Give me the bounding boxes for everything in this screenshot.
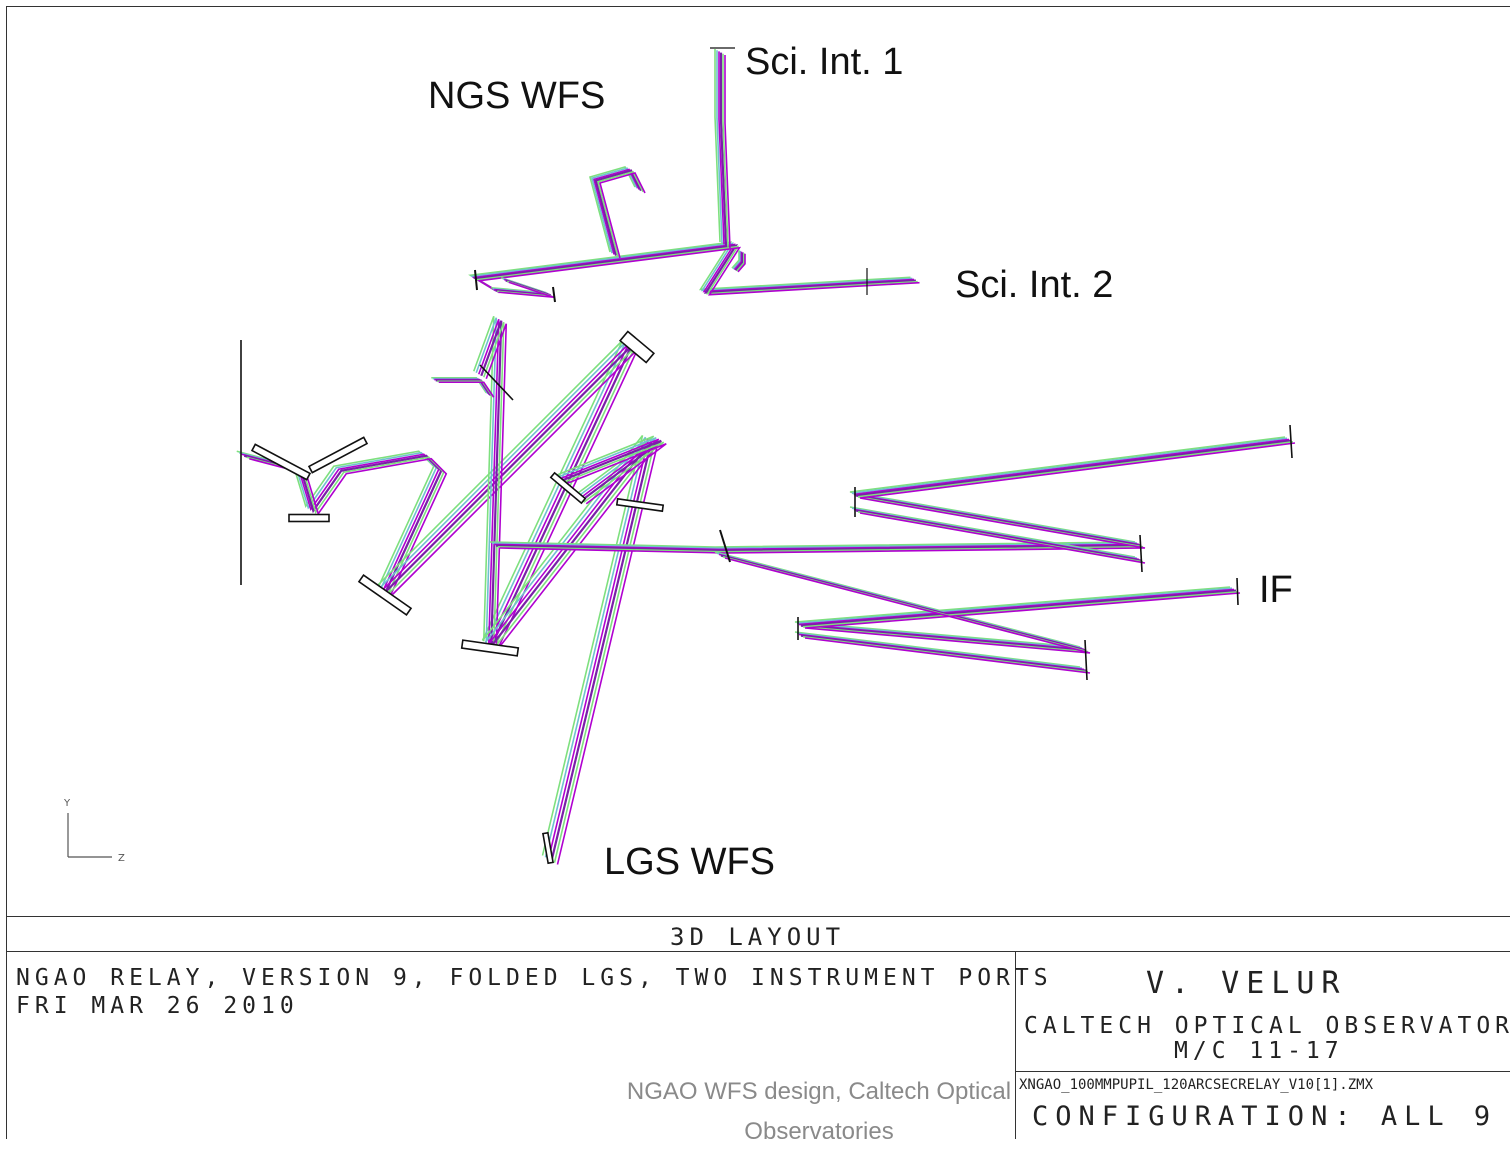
sci-int-2-label: Sci. Int. 2 xyxy=(955,264,1114,306)
heading-rule xyxy=(6,951,1510,952)
relay-beam-4-ray xyxy=(565,443,667,505)
ngs-wfs-path-ray xyxy=(594,169,642,256)
dichroic xyxy=(615,497,665,513)
sci-int-1-box-ray xyxy=(731,250,740,269)
sci-int-1-label: Sci. Int. 1 xyxy=(745,41,904,83)
oap-mirror-2 xyxy=(618,330,656,364)
sci-int-1-box-ray xyxy=(734,252,744,272)
if-path-3-ray xyxy=(851,507,1138,559)
file-rule xyxy=(1015,1071,1510,1072)
fold-mirror xyxy=(288,513,330,523)
if-path-3-ray xyxy=(855,509,1142,562)
if-label: IF xyxy=(1259,569,1293,611)
relay-beam-2-ray xyxy=(482,321,505,648)
relay-beam-4-ray xyxy=(560,439,662,502)
if-end-2 xyxy=(1236,577,1239,606)
relay-beam-4-ray xyxy=(555,437,657,499)
relay-pickoff xyxy=(479,364,514,401)
beam-splitter xyxy=(549,471,587,505)
sci-int-1-path-ray xyxy=(716,50,723,244)
sci-int-1-box-ray xyxy=(736,253,745,272)
ngs-wfs-path-ray xyxy=(591,167,638,254)
if-path-3-ray xyxy=(859,512,1146,564)
title-block-top-rule xyxy=(6,916,1510,917)
optical-layout-diagram: Y Z xyxy=(63,47,1296,865)
ngs-wfs-path-ray xyxy=(599,172,646,259)
if-path-3-ray xyxy=(849,506,1136,558)
zemax-file-name: XNGAO_100MMPUPIL_120ARCSECRELAY_V10[1].Z… xyxy=(1019,1077,1374,1093)
ray-bundles xyxy=(236,49,1296,865)
relay-beam-2-ray xyxy=(475,317,498,643)
relay-beam-2-ray xyxy=(477,318,500,645)
relay-beam-2-ray xyxy=(480,320,503,646)
y-axis-label: Y xyxy=(63,798,71,809)
sci-int-1-path-ray xyxy=(714,49,721,243)
system-date: FRI MAR 26 2010 xyxy=(16,993,299,1019)
if-path-4-ray xyxy=(800,634,1087,672)
layout-heading: 3D LAYOUT xyxy=(670,923,846,951)
sci-int-1-path-ray xyxy=(722,53,729,247)
ngs-wfs-path-ray xyxy=(593,168,640,255)
footer-note: NGAO WFS design, Caltech Optical Observa… xyxy=(626,1078,1012,1145)
configuration-label: CONFIGURATION: ALL 9 xyxy=(1032,1101,1498,1132)
oap-mirror-3 xyxy=(460,639,520,657)
if-path-2-ray xyxy=(718,553,1235,651)
dm-mirror-2 xyxy=(307,436,369,474)
if-path-3-ray xyxy=(857,511,1144,563)
scale-reference: M/C 11-17 xyxy=(1174,1038,1344,1064)
oap-mirror-1 xyxy=(357,573,413,617)
sci-int-1-box-ray xyxy=(733,251,743,271)
ngs-path-ray xyxy=(477,246,920,296)
if-path-4-ray xyxy=(802,636,1089,673)
lgs-wfs-window xyxy=(542,831,554,865)
if-path-ray xyxy=(491,437,1288,550)
z-axis-label: Z xyxy=(118,853,125,864)
if-fold-3 xyxy=(1084,639,1088,681)
if-path-ray xyxy=(497,441,1294,553)
dm-mirror-1 xyxy=(250,443,312,481)
if-fold-2 xyxy=(1139,534,1143,573)
ngs-mirror-2 xyxy=(552,286,556,303)
drawing-frame xyxy=(6,6,1510,1139)
if-path-4-ray xyxy=(796,632,1083,669)
ngs-wfs-path-ray xyxy=(589,166,636,253)
system-description: NGAO RELAY, VERSION 9, FOLDED LGS, TWO I… xyxy=(16,965,1053,991)
axis-indicator xyxy=(67,813,112,858)
if-path-4-ray xyxy=(804,637,1091,674)
title-block: 3D LAYOUT NGAO RELAY, VERSION 9, FOLDED … xyxy=(6,916,1510,1139)
ngs-wfs-path-ray xyxy=(597,170,644,258)
ngs-mirror-1 xyxy=(474,269,478,291)
organization: CALTECH OPTICAL OBSERVATORIES xyxy=(1024,1013,1510,1039)
sci-int-1-path-ray xyxy=(724,55,731,249)
ngs-wfs-label: NGS WFS xyxy=(428,75,606,117)
sci-int-1-box-ray xyxy=(737,253,746,273)
sci-int-1-path-ray xyxy=(719,52,728,246)
relay-beam-4-ray xyxy=(558,438,660,500)
relay-beam-4-ray xyxy=(563,441,665,503)
lgs-wfs-label: LGS WFS xyxy=(604,841,776,883)
input-beam-ray xyxy=(239,451,438,589)
relay-beam-3-ray xyxy=(484,436,647,858)
sci-int-1-box-ray xyxy=(732,250,742,270)
if-fold xyxy=(719,529,731,563)
if-path-ray xyxy=(499,442,1296,554)
sci-int-1-path-ray xyxy=(718,51,725,245)
if-path-4-ray xyxy=(794,631,1081,668)
if-path-ray xyxy=(489,436,1286,548)
optical-elements xyxy=(240,47,1293,865)
title-block-divider xyxy=(1015,951,1016,1139)
relay-beam-2-ray xyxy=(472,315,495,642)
if-path-2-ray xyxy=(716,552,1233,649)
if-end-1 xyxy=(1289,424,1293,459)
relay-beam-2-ray xyxy=(485,323,508,649)
author-name: V. VELUR xyxy=(1146,966,1347,1001)
short-stub-ray xyxy=(438,381,495,398)
relay-beam-4-ray xyxy=(553,435,655,497)
if-path-2-ray xyxy=(724,557,1241,654)
relay-beam-3-ray xyxy=(481,435,644,856)
